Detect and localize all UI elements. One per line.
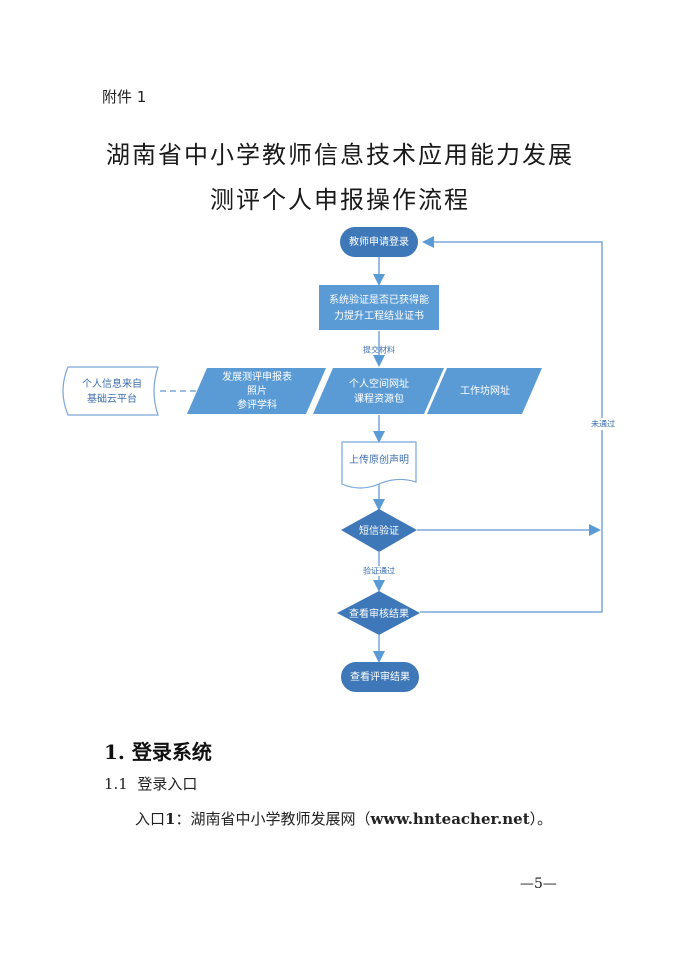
node-materials-c-label: 工作坊网址 bbox=[460, 384, 510, 397]
node-verify-cert-line2: 力提升工程结业证书 bbox=[334, 309, 424, 322]
node-check-review-label: 查看审核结果 bbox=[349, 607, 409, 620]
node-verify-cert-line1: 系统验证是否已获得能 bbox=[329, 293, 429, 306]
edge-label-not-passed: 未通过 bbox=[591, 419, 615, 429]
node-sms-verify-label: 短信验证 bbox=[359, 524, 399, 537]
node-originality bbox=[341, 441, 417, 489]
node-materials-a bbox=[187, 368, 326, 414]
node-materials-b-line2: 课程资源包 bbox=[354, 392, 404, 405]
entry-paragraph: 入口1：湖南省中小学教师发展网（www.hnteacher.net）。 bbox=[135, 808, 552, 829]
node-external-info bbox=[62, 366, 159, 416]
node-originality-label: 上传原创声明 bbox=[349, 453, 409, 466]
node-verify-cert bbox=[319, 285, 439, 330]
edge-label-submit: 提交材料 bbox=[363, 345, 395, 355]
subsection-title: 登录入口 bbox=[137, 775, 198, 793]
node-external-info-line1: 个人信息来自 bbox=[82, 377, 142, 390]
edge-review-loop bbox=[420, 236, 603, 613]
node-start-label: 教师申请登录 bbox=[349, 235, 409, 248]
node-materials-c bbox=[427, 368, 542, 414]
document-title-line1: 湖南省中小学教师信息技术应用能力发展 bbox=[106, 141, 574, 169]
node-materials-a-line2: 照片 bbox=[247, 384, 267, 397]
subsection-number: 1.1 bbox=[104, 775, 128, 793]
edge-label-passed: 验证通过 bbox=[363, 566, 395, 576]
node-view-result bbox=[341, 662, 419, 692]
subsection-heading: 1.1 登录入口 bbox=[104, 773, 197, 794]
entry-text: ：湖南省中小学教师发展网（ bbox=[175, 810, 371, 828]
node-sms-verify bbox=[341, 509, 417, 552]
entry-number: 1 bbox=[165, 810, 176, 828]
node-external-info-line2: 基础云平台 bbox=[87, 392, 137, 405]
entry-suffix: ）。 bbox=[529, 810, 553, 828]
node-materials-b-line1: 个人空间网址 bbox=[349, 377, 409, 390]
page-number: —5— bbox=[520, 876, 557, 892]
node-start bbox=[340, 227, 418, 257]
node-materials-a-line1: 发展测评申报表 bbox=[222, 370, 292, 383]
node-materials-a-line3: 参评学科 bbox=[237, 398, 277, 411]
node-view-result-label: 查看评审结果 bbox=[350, 670, 410, 683]
entry-prefix: 入口 bbox=[135, 810, 166, 828]
document-title-line2: 测评个人申报操作流程 bbox=[210, 186, 470, 214]
node-check-review bbox=[337, 591, 420, 635]
section-heading: 1. 登录系统 bbox=[104, 740, 212, 764]
entry-url-link[interactable]: www.hnteacher.net bbox=[370, 810, 530, 828]
annex-label: 附件 1 bbox=[102, 88, 147, 106]
flowchart: 提交材料 验证通过 未通过 教师申请登录 系统验证是否已获得能 力提升工程结业证… bbox=[62, 227, 615, 692]
node-materials-b bbox=[313, 368, 444, 414]
